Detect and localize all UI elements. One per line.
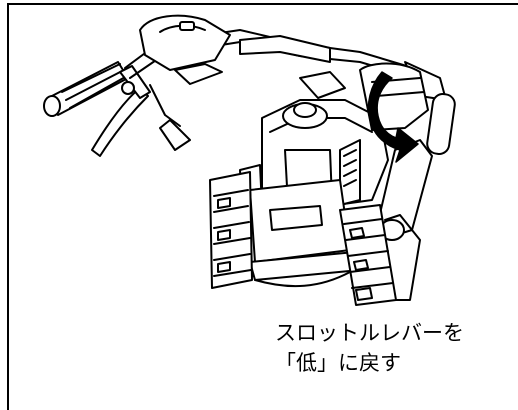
right-track — [339, 204, 421, 306]
panel-left-border — [7, 3, 9, 410]
left-lever — [91, 65, 151, 157]
left-grip — [43, 61, 129, 117]
caption-line-1: スロットルレバーを — [275, 321, 464, 345]
curved-arrow-icon — [367, 71, 419, 163]
instruction-caption: スロットルレバーを 「低」に戻す — [275, 318, 464, 378]
left-track — [209, 171, 253, 289]
engine-body — [261, 62, 429, 216]
caption-line-2: 「低」に戻す — [275, 351, 401, 375]
panel-top-border — [7, 3, 518, 5]
